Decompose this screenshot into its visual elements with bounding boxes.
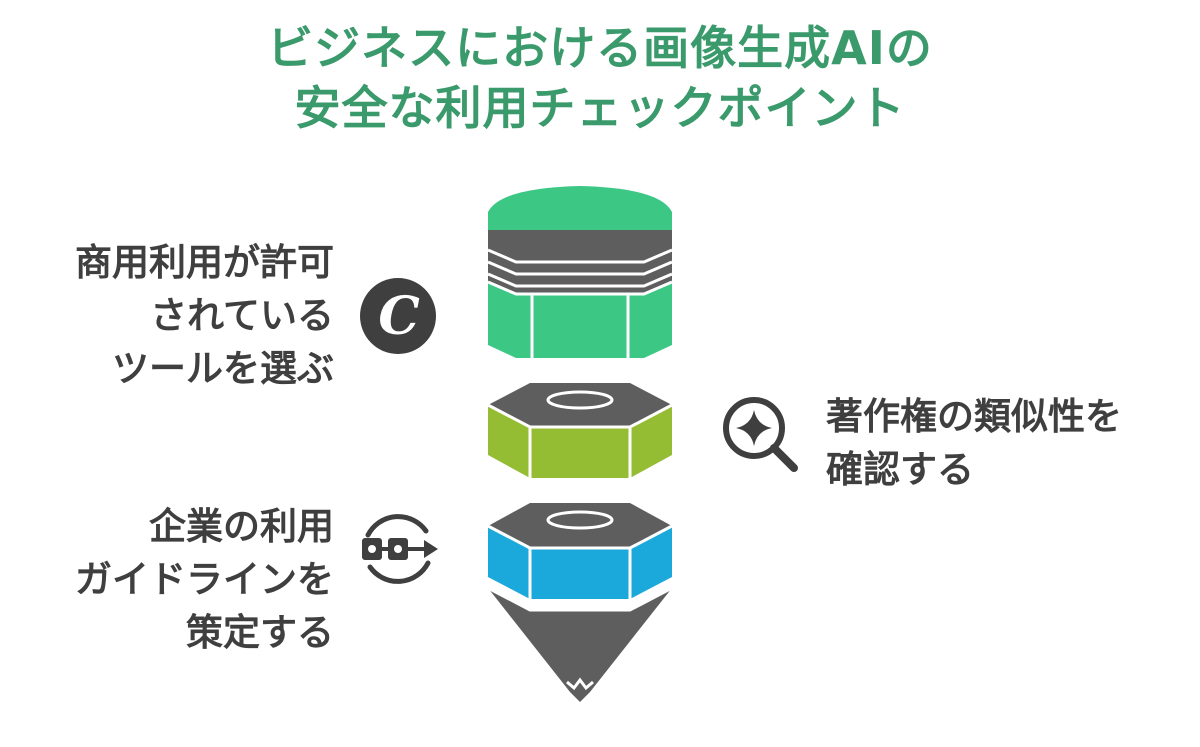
magnifier-sparkle-icon: [723, 397, 798, 472]
hex-top: [488, 503, 672, 548]
label-line: 策定する: [186, 611, 334, 654]
ferrule-stripe: [487, 260, 673, 276]
label-line: 確認する: [826, 448, 974, 491]
eraser-top: [488, 186, 672, 230]
hex-hole: [546, 390, 614, 410]
label-line: 著作権の類似性を: [826, 395, 1122, 438]
title-line-1: ビジネスにおける画像生成AIの: [267, 21, 933, 75]
page-title: ビジネスにおける画像生成AIの 安全な利用チェックポイント: [0, 18, 1200, 138]
hex-top: [488, 383, 672, 427]
pencil-tip: [487, 586, 673, 702]
pencil-segment-blue: [487, 503, 673, 599]
pencil-segment-green: [487, 186, 673, 358]
tip-outline: [487, 586, 673, 612]
segment-body-outline: [487, 524, 673, 550]
segment-body: [488, 282, 672, 358]
label-line: 商用利用が許可: [75, 241, 334, 284]
hex-hole: [546, 510, 614, 530]
label-commercial-use: 商用利用が許可 されている ツールを選ぶ: [75, 236, 334, 395]
label-line: ツールを選ぶ: [112, 347, 334, 390]
tip-lead-mark: [566, 677, 594, 691]
copyright-icon: C: [360, 278, 436, 354]
segment-body: [488, 526, 672, 599]
workflow-cycle-icon: [362, 514, 438, 584]
segment-body: [488, 405, 672, 478]
ferrule-stripe: [487, 272, 673, 288]
svg-text:C: C: [378, 286, 419, 347]
segment-body-outline: [487, 403, 673, 429]
pencil-segment-lime: [487, 383, 673, 478]
label-line: されている: [150, 294, 334, 337]
segment-body-outline: [487, 280, 673, 296]
label-line: ガイドラインを: [75, 558, 334, 601]
title-line-2: 安全な利用チェックポイント: [294, 81, 906, 135]
tip-cone: [488, 588, 672, 702]
label-company-guideline: 企業の利用 ガイドラインを 策定する: [75, 500, 334, 659]
ferrule-stripe: [487, 248, 673, 264]
label-line: 企業の利用: [149, 505, 334, 548]
label-copyright-check: 著作権の類似性を 確認する: [826, 390, 1122, 496]
